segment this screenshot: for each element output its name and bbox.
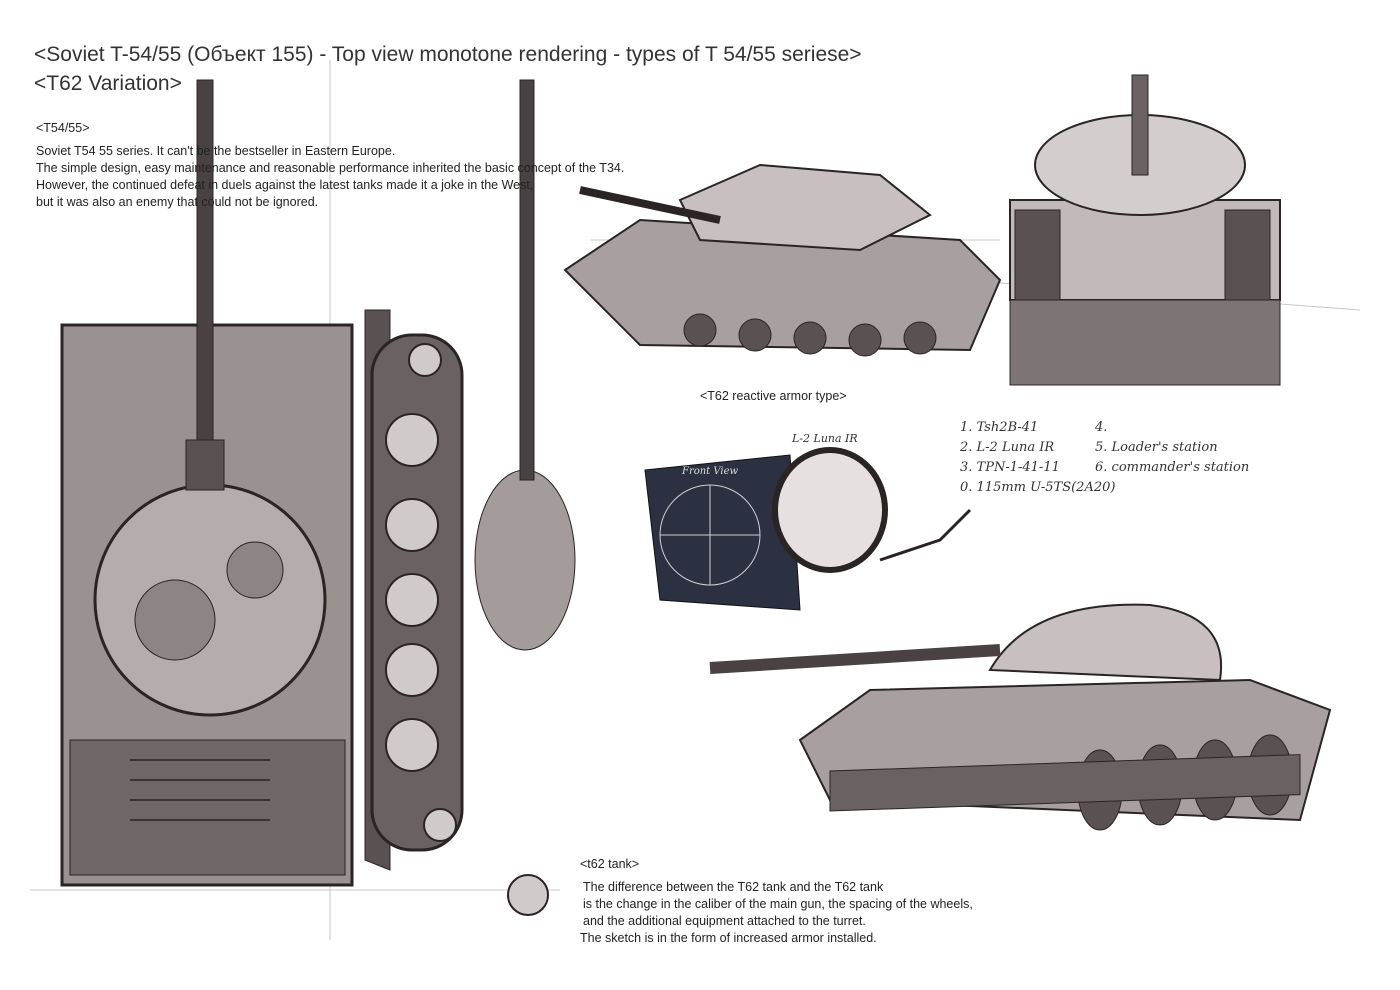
t54-section: <T54/55> Soviet T54 55 series. It can't …: [36, 120, 624, 211]
t54-line: However, the continued defeat in duels a…: [36, 178, 534, 192]
t62-front-view-sketch: [1009, 74, 1281, 386]
legend-item: 3. TPN-1-41-11: [960, 460, 1060, 475]
front-view-label: Front View: [682, 466, 739, 477]
subtitle: <T62 Variation>: [34, 72, 182, 95]
t62-line: and the additional equipment attached to…: [583, 914, 866, 928]
legend-item: 0. 115mm U-5TS(2A20): [960, 480, 1116, 495]
t62-line: is the change in the caliber of the main…: [583, 897, 973, 911]
side-view-track: [364, 79, 576, 916]
legend-item: 1. Tsh2B-41: [960, 420, 1039, 435]
t62-line: The sketch is in the form of increased a…: [580, 931, 877, 945]
parts-legend-right: 4. 5. Loader's station 6. commander's st…: [1095, 418, 1249, 478]
t62-line: The difference between the T62 tank and …: [583, 880, 884, 894]
parts-legend-left: 1. Tsh2B-41 2. L-2 Luna IR 3. TPN-1-41-1…: [960, 418, 1115, 498]
legend-item: 2. L-2 Luna IR: [960, 440, 1055, 455]
t54-line: Soviet T54 55 series. It can't be the be…: [36, 144, 396, 158]
legend-item: 4.: [1095, 420, 1108, 435]
t62-tank-sketch: [709, 603, 1332, 831]
t62-heading: <t62 tank>: [580, 857, 640, 871]
reactive-armor-caption: <T62 reactive armor type>: [700, 389, 847, 403]
legend-item: 5. Loader's station: [1095, 440, 1218, 455]
t54-line: The simple design, easy maintenance and …: [36, 161, 625, 175]
t54-heading: <T54/55>: [36, 121, 90, 135]
legend-item: 6. commander's station: [1095, 460, 1250, 475]
t62-section: <t62 tank> The difference between the T6…: [580, 856, 973, 947]
top-view-hull: [60, 79, 354, 887]
front-view-sight-sketch: [644, 447, 972, 611]
sight-label: L-2 Luna IR: [792, 432, 858, 445]
t62-reactive-armor-sketch: [563, 163, 1002, 357]
page-title: <Soviet T-54/55 (Объект 155) - Top view …: [34, 40, 862, 98]
main-title: <Soviet T-54/55 (Объект 155) - Top view …: [34, 43, 862, 66]
t54-line: but it was also an enemy that could not …: [36, 195, 319, 209]
